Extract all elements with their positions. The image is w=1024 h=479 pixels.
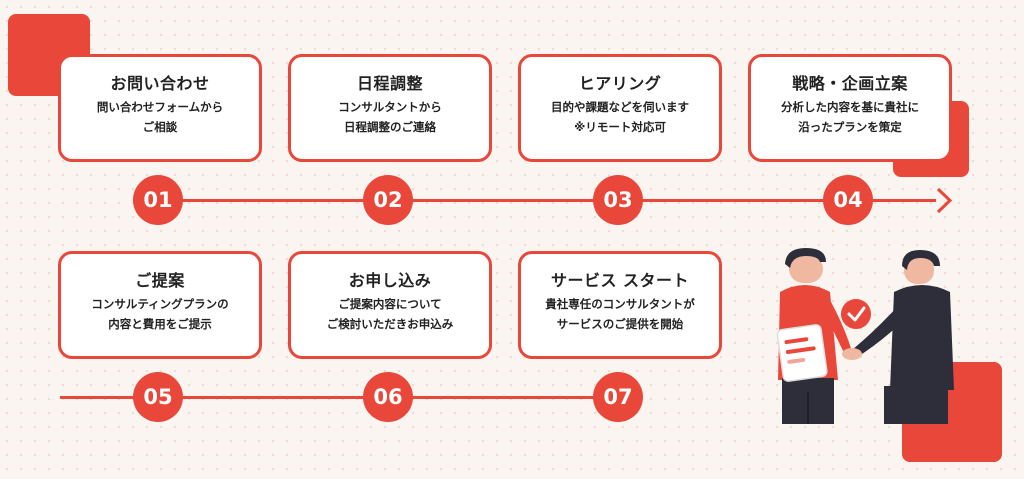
step-card-04: 戦略・企画立案 分析した内容を基に貴社に 沿ったプランを策定 bbox=[748, 54, 952, 162]
step-desc-line1: 問い合わせフォームから bbox=[96, 100, 224, 114]
step-desc-line1: コンサルティングプランの bbox=[91, 297, 229, 311]
step-number-03: 03 bbox=[593, 175, 643, 225]
step-number-02: 02 bbox=[363, 175, 413, 225]
step-desc-line2: ご検討いただきお申込み bbox=[326, 317, 454, 331]
hands bbox=[842, 348, 862, 360]
step-title: ヒアリング bbox=[578, 74, 662, 93]
step-number-01: 01 bbox=[133, 175, 183, 225]
step-title: 戦略・企画立案 bbox=[792, 74, 908, 93]
step-desc-line2: ご相談 bbox=[142, 120, 178, 134]
step-number-06: 06 bbox=[363, 372, 413, 422]
person-left bbox=[776, 248, 852, 424]
step-desc-line2: 内容と費用をご提示 bbox=[108, 317, 212, 331]
step-desc-line2: 日程調整のご連絡 bbox=[344, 120, 436, 134]
step-card-03: ヒアリング 目的や課題などを伺います ※リモート対応可 bbox=[518, 54, 722, 162]
step-desc-line1: 目的や課題などを伺います bbox=[551, 100, 689, 114]
step-number-07: 07 bbox=[593, 372, 643, 422]
step-card-02: 日程調整 コンサルタントから 日程調整のご連絡 bbox=[288, 54, 492, 162]
step-card-06: お申し込み ご提案内容について ご検討いただきお申込み bbox=[288, 251, 492, 359]
timeline-line-2 bbox=[60, 396, 620, 399]
step-card-07: サービス スタート 貴社専任のコンサルタントが サービスのご提供を開始 bbox=[518, 251, 722, 359]
step-desc-line2: 沿ったプランを策定 bbox=[798, 120, 902, 134]
timeline-line-1 bbox=[158, 199, 936, 202]
step-number-04: 04 bbox=[823, 175, 873, 225]
step-desc-line2: ※リモート対応可 bbox=[574, 120, 666, 134]
step-title: 日程調整 bbox=[356, 74, 423, 93]
person-right bbox=[852, 250, 954, 424]
check-circle-icon bbox=[841, 299, 871, 329]
step-desc-line1: 分析した内容を基に貴社に bbox=[781, 100, 919, 114]
step-desc-line1: 貴社専任のコンサルタントが bbox=[545, 297, 695, 311]
step-card-01: お問い合わせ 問い合わせフォームから ご相談 bbox=[58, 54, 262, 162]
step-card-05: ご提案 コンサルティングプランの 内容と費用をご提示 bbox=[58, 251, 262, 359]
step-title: サービス スタート bbox=[550, 271, 690, 290]
step-desc-line1: コンサルタントから bbox=[338, 100, 442, 114]
step-title: お申し込み bbox=[348, 271, 432, 290]
step-title: ご提案 bbox=[135, 271, 185, 290]
step-title: お問い合わせ bbox=[110, 74, 210, 93]
step-desc-line1: ご提案内容について bbox=[338, 297, 442, 311]
step-number-05: 05 bbox=[133, 372, 183, 422]
step-desc-line2: サービスのご提供を開始 bbox=[556, 317, 684, 331]
